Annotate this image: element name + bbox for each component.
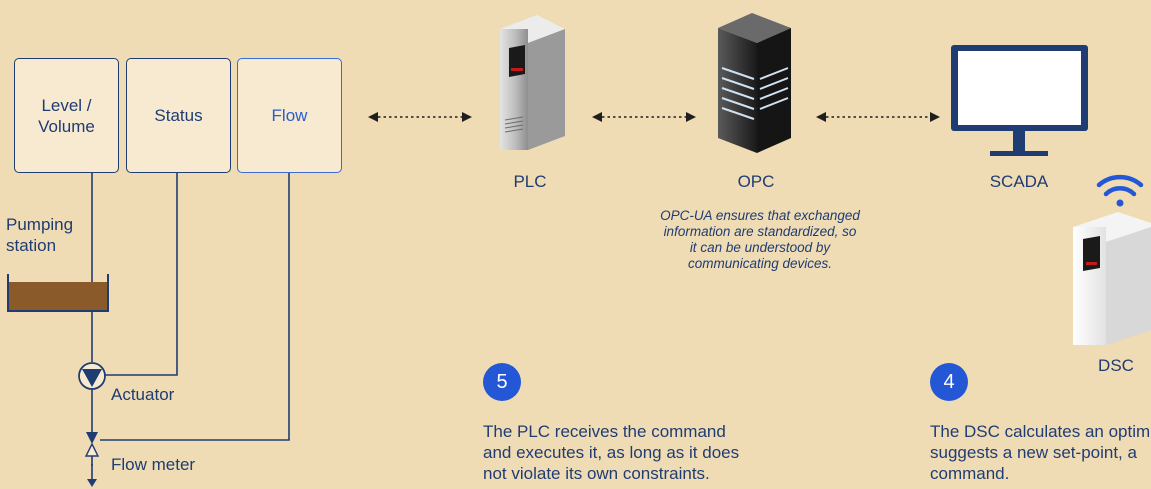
tank-outline — [7, 274, 109, 312]
step-line: and executes it, as long as it does — [483, 443, 740, 462]
level-label-line1: Level / — [41, 95, 92, 115]
dsc-device-icon — [1073, 212, 1151, 345]
step-line: not violate its own constraints. — [483, 464, 710, 483]
opc-note: OPC-UA ensures that exchanged informatio… — [645, 208, 875, 272]
flow-meter-label: Flow meter — [111, 455, 196, 474]
sludge-fill — [8, 282, 108, 311]
step-number-badge: 4 — [930, 363, 968, 401]
step-description: The DSC calculates an optim suggests a n… — [930, 421, 1151, 484]
actuator-label: Actuator — [111, 385, 175, 404]
outlet-arrow-icon — [87, 479, 97, 487]
monitor-icon — [951, 45, 1088, 156]
flow-signal-line — [100, 172, 290, 441]
flow-label: Flow — [271, 106, 308, 125]
step-line: suggests a new set-point, a — [930, 443, 1137, 462]
step-number-badge: 5 — [483, 363, 521, 401]
wifi-icon — [1096, 174, 1144, 207]
pumping-station-label: Pumping station — [6, 214, 73, 256]
step-line: The DSC calculates an optim — [930, 422, 1151, 441]
pumping-station-tank — [7, 274, 109, 312]
status-sensor: Status — [126, 58, 231, 173]
opc-server-icon — [718, 13, 791, 153]
status-label: Status — [154, 106, 203, 125]
opc-note-line2: information are standardized, so — [663, 224, 857, 239]
flow-sensor: Flow — [237, 58, 342, 173]
opc-note-line3: it can be understood by — [689, 240, 831, 255]
level-volume-sensor: Level / Volume — [14, 58, 119, 173]
level-label-line2: Volume — [38, 116, 95, 136]
plc-label: PLC — [513, 172, 547, 191]
step-line: command. — [930, 464, 1010, 483]
process-lines — [91, 172, 290, 480]
valve-icon — [84, 432, 100, 466]
double-arrow-icon — [368, 112, 472, 122]
plc-cabinet-icon — [500, 15, 565, 150]
pumping-station-line2: station — [6, 236, 57, 255]
scada-label: SCADA — [989, 172, 1049, 191]
double-arrow-icon — [592, 112, 696, 122]
opc-label: OPC — [737, 172, 775, 191]
double-arrow-icon — [816, 112, 940, 122]
step-description: The PLC receives the command and execute… — [483, 421, 739, 484]
status-signal-line — [104, 172, 178, 376]
opc-note-line4: communicating devices. — [687, 256, 833, 271]
pumping-station-line1: Pumping — [6, 215, 74, 234]
dsc-label: DSC — [1098, 356, 1134, 375]
pump-icon — [78, 362, 106, 390]
opc-note-line1: OPC-UA ensures that exchanged — [660, 208, 860, 223]
step-line: The PLC receives the command — [483, 422, 726, 441]
